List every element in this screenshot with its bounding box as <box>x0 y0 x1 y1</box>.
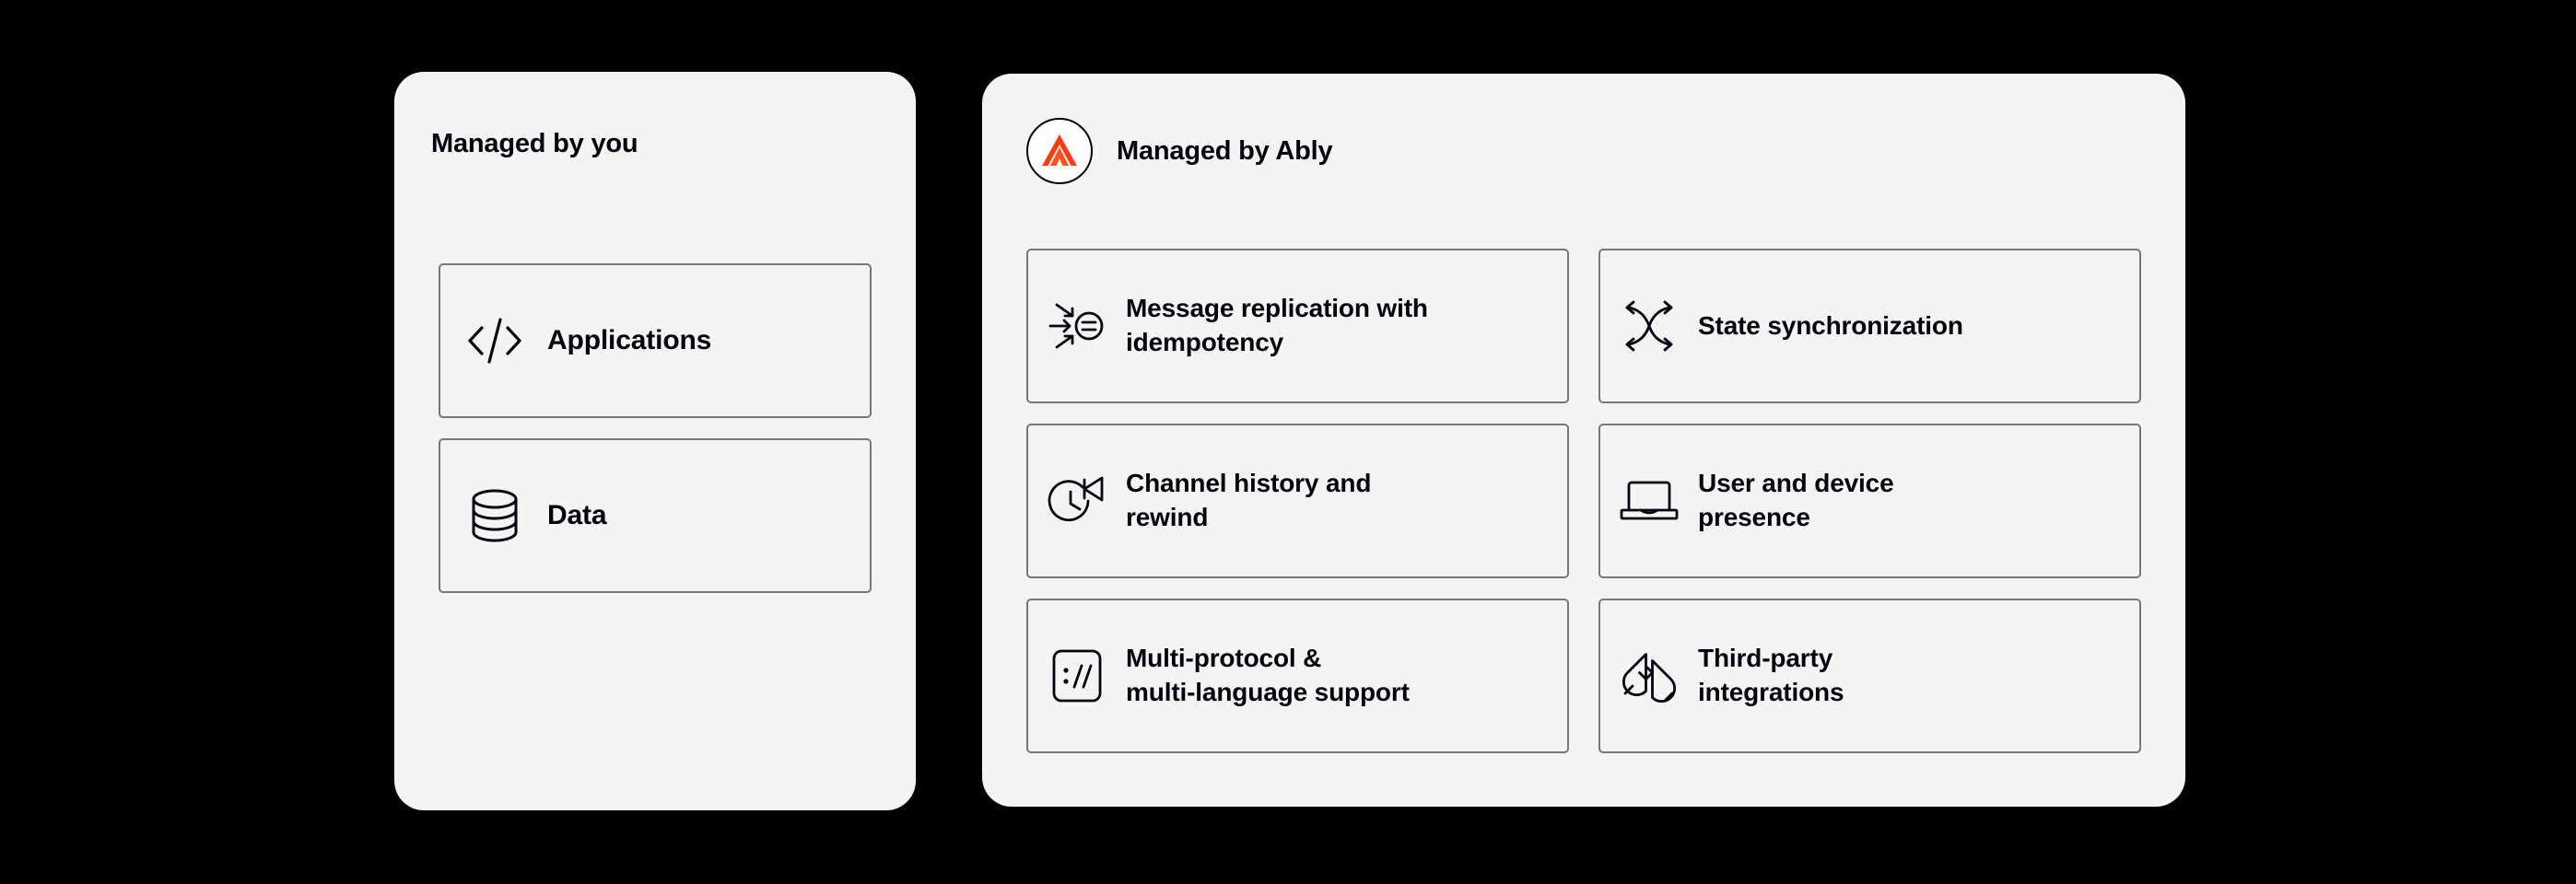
card-applications-label: Applications <box>547 325 712 356</box>
state-sync-icon <box>1621 297 1678 355</box>
right-panel-card-grid: Message replication with idempotency Sta… <box>1026 249 2141 753</box>
card-message-replication-label: Message replication with idempotency <box>1126 294 1428 356</box>
message-replication-icon <box>1048 297 1106 355</box>
card-applications[interactable]: Applications <box>439 263 872 418</box>
card-user-device-presence-label: User and device presence <box>1698 469 1894 531</box>
ably-header: Managed by Ably <box>1026 118 1333 184</box>
card-message-replication[interactable]: Message replication with idempotency <box>1026 249 1569 403</box>
laptop-icon <box>1620 472 1679 529</box>
card-channel-history-label: Channel history and rewind <box>1126 469 1372 531</box>
card-data-label: Data <box>547 500 607 531</box>
clock-rewind-icon <box>1048 472 1106 529</box>
card-multi-protocol-label: Multi-protocol & multi-language support <box>1126 644 1410 706</box>
code-brackets-icon <box>466 312 523 369</box>
card-state-synchronization-label: State synchronization <box>1698 310 1963 340</box>
card-third-party-integrations[interactable]: Third-party integrations <box>1598 599 2141 753</box>
left-panel-title: Managed by you <box>431 129 638 158</box>
card-user-device-presence[interactable]: User and device presence <box>1598 424 2141 578</box>
card-third-party-integrations-label: Third-party integrations <box>1698 644 1844 706</box>
database-icon <box>466 487 523 544</box>
card-channel-history[interactable]: Channel history and rewind <box>1026 424 1569 578</box>
card-multi-protocol[interactable]: Multi-protocol & multi-language support <box>1026 599 1569 753</box>
plug-connector-icon <box>1621 647 1678 704</box>
right-panel-title: Managed by Ably <box>1117 135 1333 166</box>
managed-by-you-panel: Managed by you Applications <box>394 72 916 810</box>
card-state-synchronization[interactable]: State synchronization <box>1598 249 2141 403</box>
managed-by-ably-panel: Managed by Ably <box>982 74 2185 807</box>
protocol-slashes-icon <box>1048 647 1106 704</box>
card-data[interactable]: Data <box>439 438 872 593</box>
left-panel-card-list: Applications Data <box>439 263 872 593</box>
ably-logo-icon <box>1026 118 1093 184</box>
